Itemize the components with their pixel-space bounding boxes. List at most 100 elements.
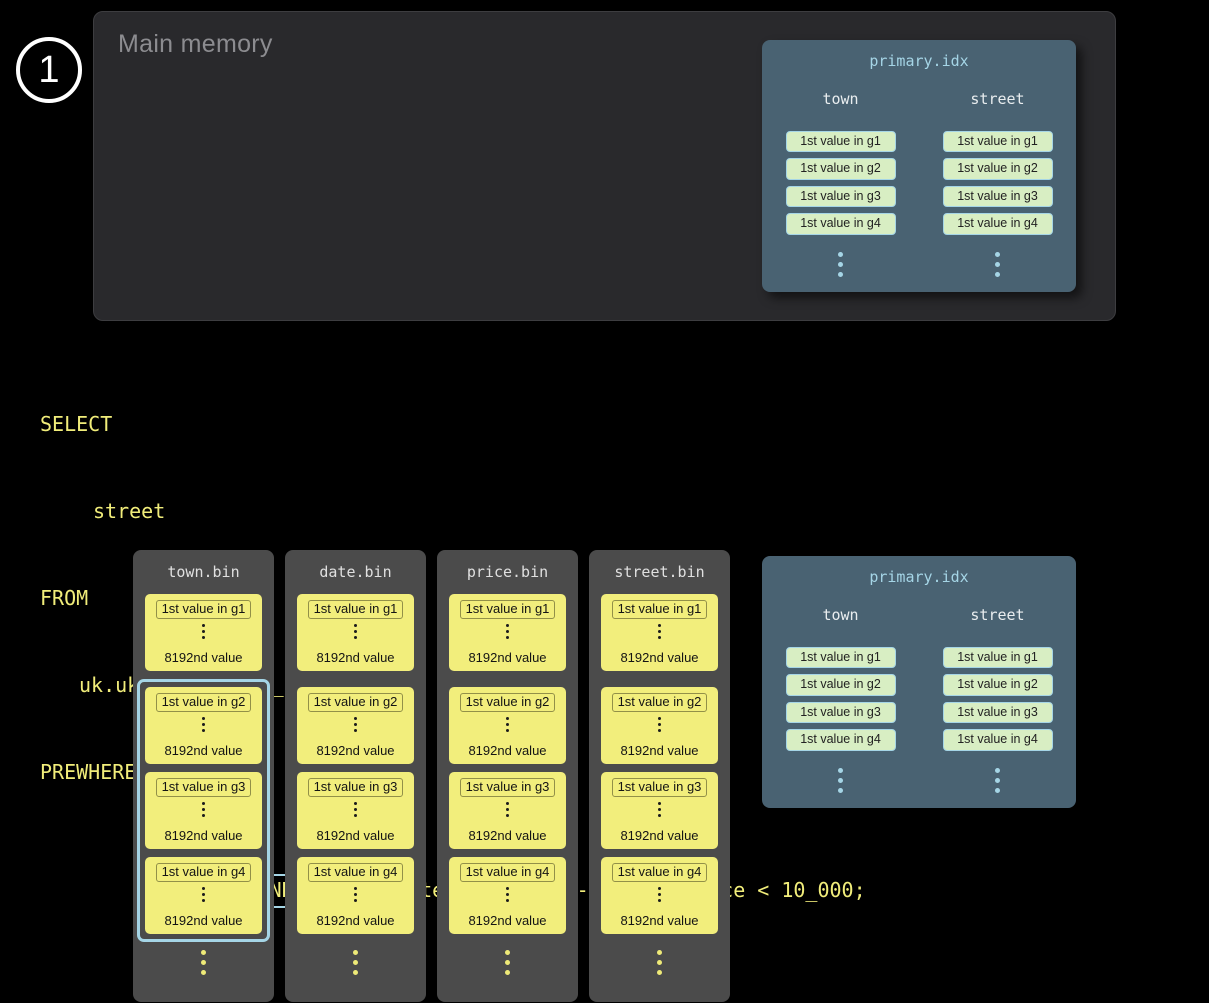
index-entry-chip: 1st value in g1 [942, 131, 1053, 153]
granule-last-value: 8192nd value [468, 650, 547, 666]
index-entry-chip: 1st value in g1 [942, 647, 1053, 669]
granule-stack: 1st value in g1 8192nd value 1st value i… [589, 594, 730, 955]
granule-first-value: 1st value in g1 [155, 600, 252, 619]
granule-first-value: 1st value in g2 [155, 693, 252, 712]
step-1-badge: 1 [16, 37, 82, 103]
vertical-ellipsis-icon [506, 801, 509, 805]
granule-first-value: 1st value in g4 [459, 863, 556, 882]
granule-block: 1st value in g4 8192nd value [601, 857, 718, 934]
bin-column-title: street.bin [614, 563, 705, 581]
granule-first-value: 1st value in g4 [611, 863, 708, 882]
granule-last-value: 8192nd value [620, 828, 699, 844]
granule-last-value: 8192nd value [620, 650, 699, 666]
index-column-header: town [822, 90, 859, 108]
primary-index-title: primary.idx [869, 568, 969, 586]
index-column-town: town 1st value in g1 1st value in g2 1st… [762, 606, 919, 773]
granule-stack: 1st value in g1 8192nd value 1st value i… [285, 594, 426, 955]
vertical-ellipsis-icon [353, 950, 358, 955]
vertical-ellipsis-icon [995, 251, 1000, 257]
vertical-ellipsis-icon [506, 886, 509, 890]
granule-last-value: 8192nd value [316, 650, 395, 666]
vertical-ellipsis-icon [202, 801, 205, 805]
vertical-ellipsis-icon [658, 886, 661, 890]
vertical-ellipsis-icon [658, 623, 661, 627]
granule-block: 1st value in g1 8192nd value [449, 594, 566, 671]
granule-last-value: 8192nd value [468, 913, 547, 929]
granule-first-value: 1st value in g2 [307, 693, 404, 712]
vertical-ellipsis-icon [201, 950, 206, 955]
sql-select-column: street [93, 499, 166, 523]
vertical-ellipsis-icon [838, 767, 843, 773]
index-entry-chip: 1st value in g4 [942, 729, 1053, 751]
granule-last-value: 8192nd value [164, 650, 243, 666]
granule-block: 1st value in g2 8192nd value [449, 687, 566, 764]
granule-first-value: 1st value in g3 [155, 778, 252, 797]
granule-block: 1st value in g4 8192nd value [297, 857, 414, 934]
granule-last-value: 8192nd value [468, 828, 547, 844]
granule-block: 1st value in g1 8192nd value [601, 594, 718, 671]
granule-stack: 1st value in g1 8192nd value 1st value i… [133, 594, 274, 955]
granule-block: 1st value in g3 8192nd value [601, 772, 718, 849]
vertical-ellipsis-icon [838, 251, 843, 257]
primary-index-panel-disk: primary.idx town 1st value in g1 1st val… [762, 556, 1076, 808]
index-entry-chip: 1st value in g1 [785, 647, 896, 669]
index-entry-chip: 1st value in g3 [785, 701, 896, 724]
vertical-ellipsis-icon [354, 623, 357, 627]
index-column-header: street [970, 606, 1025, 624]
index-entry-chip: 1st value in g3 [942, 185, 1053, 208]
granule-first-value: 1st value in g3 [611, 778, 708, 797]
index-columns: town 1st value in g1 1st value in g2 1st… [762, 90, 1076, 257]
vertical-ellipsis-icon [506, 716, 509, 720]
granule-group: 1st value in g2 8192nd value 1st value i… [441, 679, 574, 942]
vertical-ellipsis-icon [354, 886, 357, 890]
index-column-street: street 1st value in g1 1st value in g2 1… [919, 606, 1076, 773]
index-entry-chip: 1st value in g4 [785, 213, 896, 235]
vertical-ellipsis-icon [505, 950, 510, 955]
granule-first-value: 1st value in g1 [307, 600, 404, 619]
granule-last-value: 8192nd value [468, 743, 547, 759]
sql-keyword-select: SELECT [40, 412, 113, 436]
vertical-ellipsis-icon [354, 801, 357, 805]
index-column-header: street [970, 90, 1025, 108]
vertical-ellipsis-icon [658, 801, 661, 805]
granule-last-value: 8192nd value [316, 743, 395, 759]
selected-granules-frame: 1st value in g2 8192nd value 1st value i… [137, 679, 270, 942]
index-columns: town 1st value in g1 1st value in g2 1st… [762, 606, 1076, 773]
granule-first-value: 1st value in g2 [459, 693, 556, 712]
bin-column-date: date.bin 1st value in g1 8192nd value 1s… [285, 550, 426, 1002]
index-entry-chip: 1st value in g2 [785, 674, 896, 696]
granule-first-value: 1st value in g4 [307, 863, 404, 882]
granule-block: 1st value in g1 8192nd value [145, 594, 262, 671]
granule-block: 1st value in g4 8192nd value [145, 857, 262, 934]
index-entry-chip: 1st value in g1 [785, 131, 896, 153]
granule-last-value: 8192nd value [620, 743, 699, 759]
step-1-label: 1 [38, 48, 60, 91]
main-memory-title: Main memory [118, 30, 273, 58]
granule-last-value: 8192nd value [620, 913, 699, 929]
granule-last-value: 8192nd value [316, 913, 395, 929]
vertical-ellipsis-icon [202, 716, 205, 720]
granule-last-value: 8192nd value [316, 828, 395, 844]
bin-column-street: street.bin 1st value in g1 8192nd value … [589, 550, 730, 1002]
granule-block: 1st value in g3 8192nd value [297, 772, 414, 849]
sql-keyword-prewhere: PREWHERE [40, 760, 137, 784]
primary-index-panel-memory: primary.idx town 1st value in g1 1st val… [762, 40, 1076, 292]
granule-group: 1st value in g2 8192nd value 1st value i… [593, 679, 726, 942]
primary-index-title: primary.idx [869, 52, 969, 70]
granule-last-value: 8192nd value [164, 913, 243, 929]
granule-block: 1st value in g2 8192nd value [297, 687, 414, 764]
granule-last-value: 8192nd value [164, 743, 243, 759]
granule-first-value: 1st value in g1 [459, 600, 556, 619]
granule-first-value: 1st value in g4 [155, 863, 252, 882]
granule-block: 1st value in g4 8192nd value [449, 857, 566, 934]
bin-column-price: price.bin 1st value in g1 8192nd value 1… [437, 550, 578, 1002]
vertical-ellipsis-icon [202, 623, 205, 627]
sql-keyword-from: FROM [40, 586, 89, 610]
granule-block: 1st value in g3 8192nd value [145, 772, 262, 849]
vertical-ellipsis-icon [995, 767, 1000, 773]
granule-stack: 1st value in g1 8192nd value 1st value i… [437, 594, 578, 955]
bin-column-town: town.bin 1st value in g1 8192nd value 1s… [133, 550, 274, 1002]
index-entry-chip: 1st value in g2 [942, 674, 1053, 696]
granule-first-value: 1st value in g3 [307, 778, 404, 797]
granule-first-value: 1st value in g3 [459, 778, 556, 797]
